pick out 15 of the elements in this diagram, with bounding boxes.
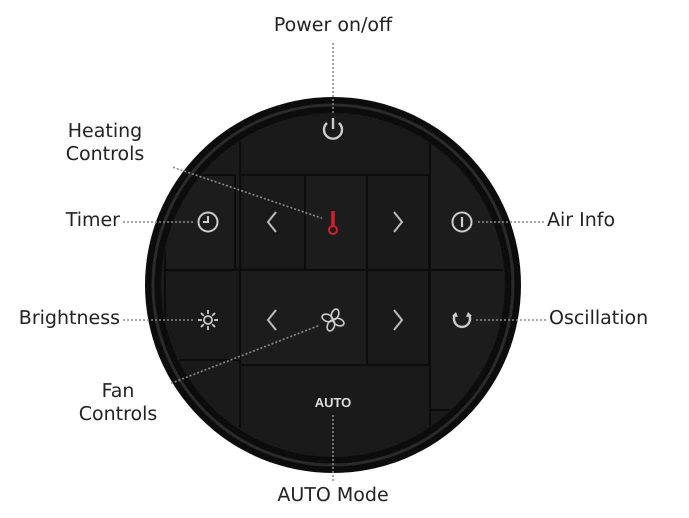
mode-label: AUTO: [308, 395, 358, 413]
callout-label: Air Info: [547, 209, 647, 235]
leader-line: [332, 415, 334, 481]
callout-label: Oscillation: [549, 307, 685, 333]
leader-line: [123, 319, 195, 321]
leader-line: [476, 221, 544, 223]
callout-label: Timer: [40, 209, 120, 235]
leader-line: [476, 319, 546, 321]
callout-label: Fan Controls: [68, 380, 168, 428]
callout-label: AUTO Mode: [243, 484, 423, 510]
leader-line: [123, 221, 194, 223]
callout-label: Power on/off: [253, 14, 413, 40]
callout-label: Brightness: [0, 307, 120, 333]
leader-line: [332, 43, 334, 114]
callout-label: Heating Controls: [40, 120, 170, 168]
